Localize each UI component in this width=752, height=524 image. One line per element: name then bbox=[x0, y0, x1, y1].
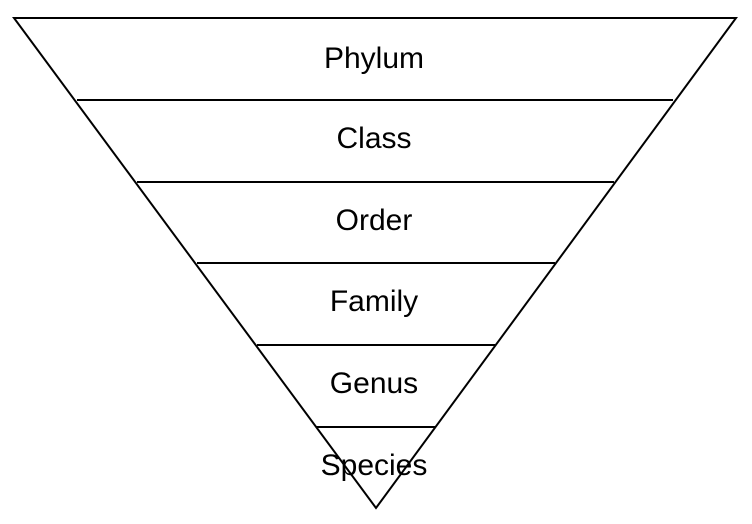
pyramid-outline bbox=[12, 17, 738, 510]
level-label-order: Order bbox=[336, 204, 413, 237]
level-label-family: Family bbox=[330, 285, 418, 318]
level-label-phylum: Phylum bbox=[324, 42, 424, 75]
level-label-genus: Genus bbox=[330, 367, 418, 400]
level-label-class: Class bbox=[336, 122, 411, 155]
level-label-species: Species bbox=[321, 449, 428, 482]
